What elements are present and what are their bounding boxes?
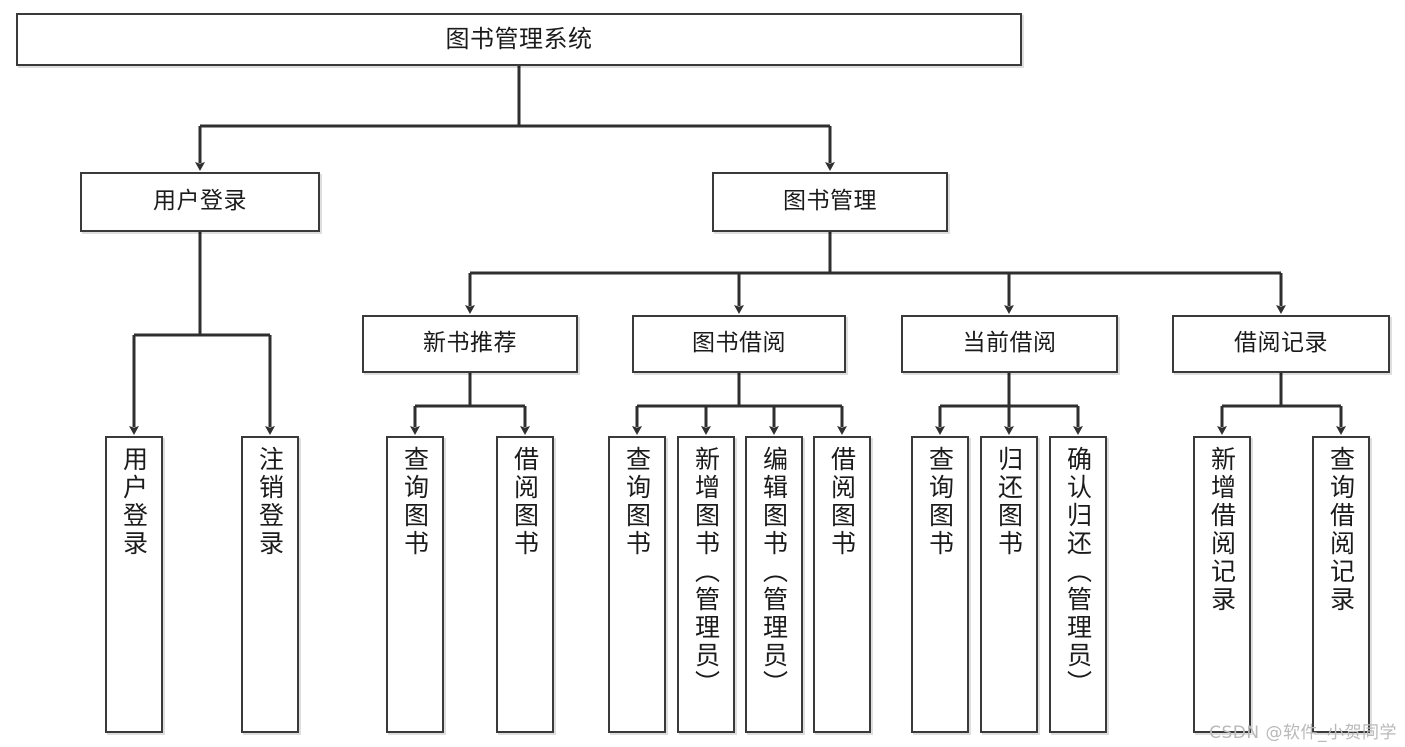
leaf-query-borrow-record[interactable]: 查询借阅记录 (1312, 436, 1370, 733)
node-label: 借阅记录 (1234, 330, 1328, 357)
node-label: 当前借阅 (962, 330, 1057, 357)
node-label: 图书管理系统 (445, 25, 593, 54)
leaf-edit-book-admin[interactable]: 编辑图书（管理员） (745, 436, 803, 733)
leaf-add-book-admin[interactable]: 新增图书（管理员） (677, 436, 735, 733)
leaf-borrow-book-recommend[interactable]: 借阅图书 (496, 436, 554, 733)
node-current-borrow[interactable]: 当前借阅 (901, 315, 1118, 373)
node-book-management[interactable]: 图书管理 (712, 172, 948, 232)
leaf-query-book-recommend[interactable]: 查询图书 (386, 436, 444, 733)
node-label: 查询借阅记录 (1326, 446, 1356, 614)
node-label: 用户登录 (153, 188, 247, 215)
node-root-system[interactable]: 图书管理系统 (16, 13, 1022, 66)
leaf-query-book-borrow[interactable]: 查询图书 (608, 436, 666, 733)
node-label: 用户登录 (119, 446, 149, 558)
node-label: 归还图书 (994, 446, 1024, 558)
leaf-query-book-current[interactable]: 查询图书 (911, 436, 969, 733)
node-label: 图书借阅 (692, 330, 786, 357)
leaf-user-login[interactable]: 用户登录 (105, 436, 163, 733)
node-user-login[interactable]: 用户登录 (80, 172, 320, 232)
node-label: 图书管理 (783, 188, 877, 215)
node-label: 借阅图书 (510, 446, 540, 558)
leaf-user-logout[interactable]: 注销登录 (241, 436, 299, 733)
node-label: 借阅图书 (827, 446, 857, 558)
node-label: 编辑图书（管理员） (759, 446, 789, 698)
node-borrow-record[interactable]: 借阅记录 (1172, 315, 1390, 373)
node-label: 新增图书（管理员） (691, 446, 721, 698)
node-label: 查询图书 (400, 446, 430, 558)
node-new-book-recommend[interactable]: 新书推荐 (362, 315, 578, 373)
node-label: 查询图书 (622, 446, 652, 558)
node-label: 查询图书 (925, 446, 955, 558)
leaf-borrow-book[interactable]: 借阅图书 (813, 436, 871, 733)
node-label: 新书推荐 (423, 330, 517, 357)
node-book-borrow[interactable]: 图书借阅 (632, 315, 846, 373)
leaf-add-borrow-record[interactable]: 新增借阅记录 (1193, 436, 1251, 733)
node-label: 新增借阅记录 (1207, 446, 1237, 614)
leaf-confirm-return-admin[interactable]: 确认归还（管理员） (1049, 436, 1107, 733)
node-label: 注销登录 (255, 446, 285, 558)
leaf-return-book[interactable]: 归还图书 (980, 436, 1038, 733)
node-label: 确认归还（管理员） (1063, 446, 1093, 698)
